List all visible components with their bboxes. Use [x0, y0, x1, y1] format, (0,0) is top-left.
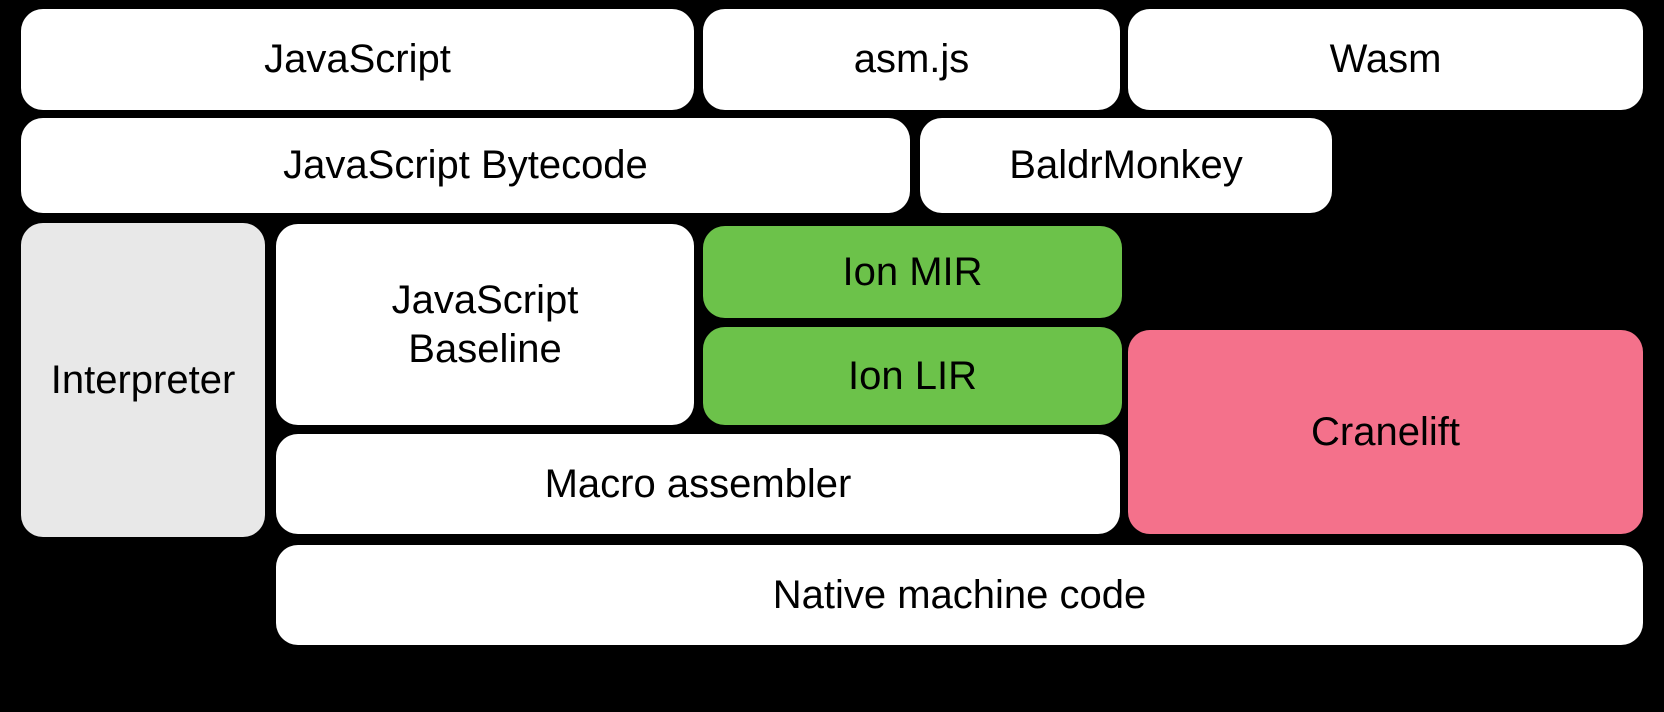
box-interpreter: Interpreter: [21, 223, 265, 537]
box-cranelift: Cranelift: [1128, 330, 1643, 534]
box-javascript: JavaScript: [21, 9, 694, 110]
box-macro-assembler: Macro assembler: [276, 434, 1120, 534]
box-ion-lir: Ion LIR: [703, 327, 1122, 425]
box-native-machine-code: Native machine code: [276, 545, 1643, 645]
box-baldrmonkey: BaldrMonkey: [920, 118, 1332, 213]
box-wasm: Wasm: [1128, 9, 1643, 110]
box-javascript-baseline: JavaScript Baseline: [276, 224, 694, 425]
box-ion-mir: Ion MIR: [703, 226, 1122, 318]
box-asm-js: asm.js: [703, 9, 1120, 110]
box-javascript-bytecode: JavaScript Bytecode: [21, 118, 910, 213]
